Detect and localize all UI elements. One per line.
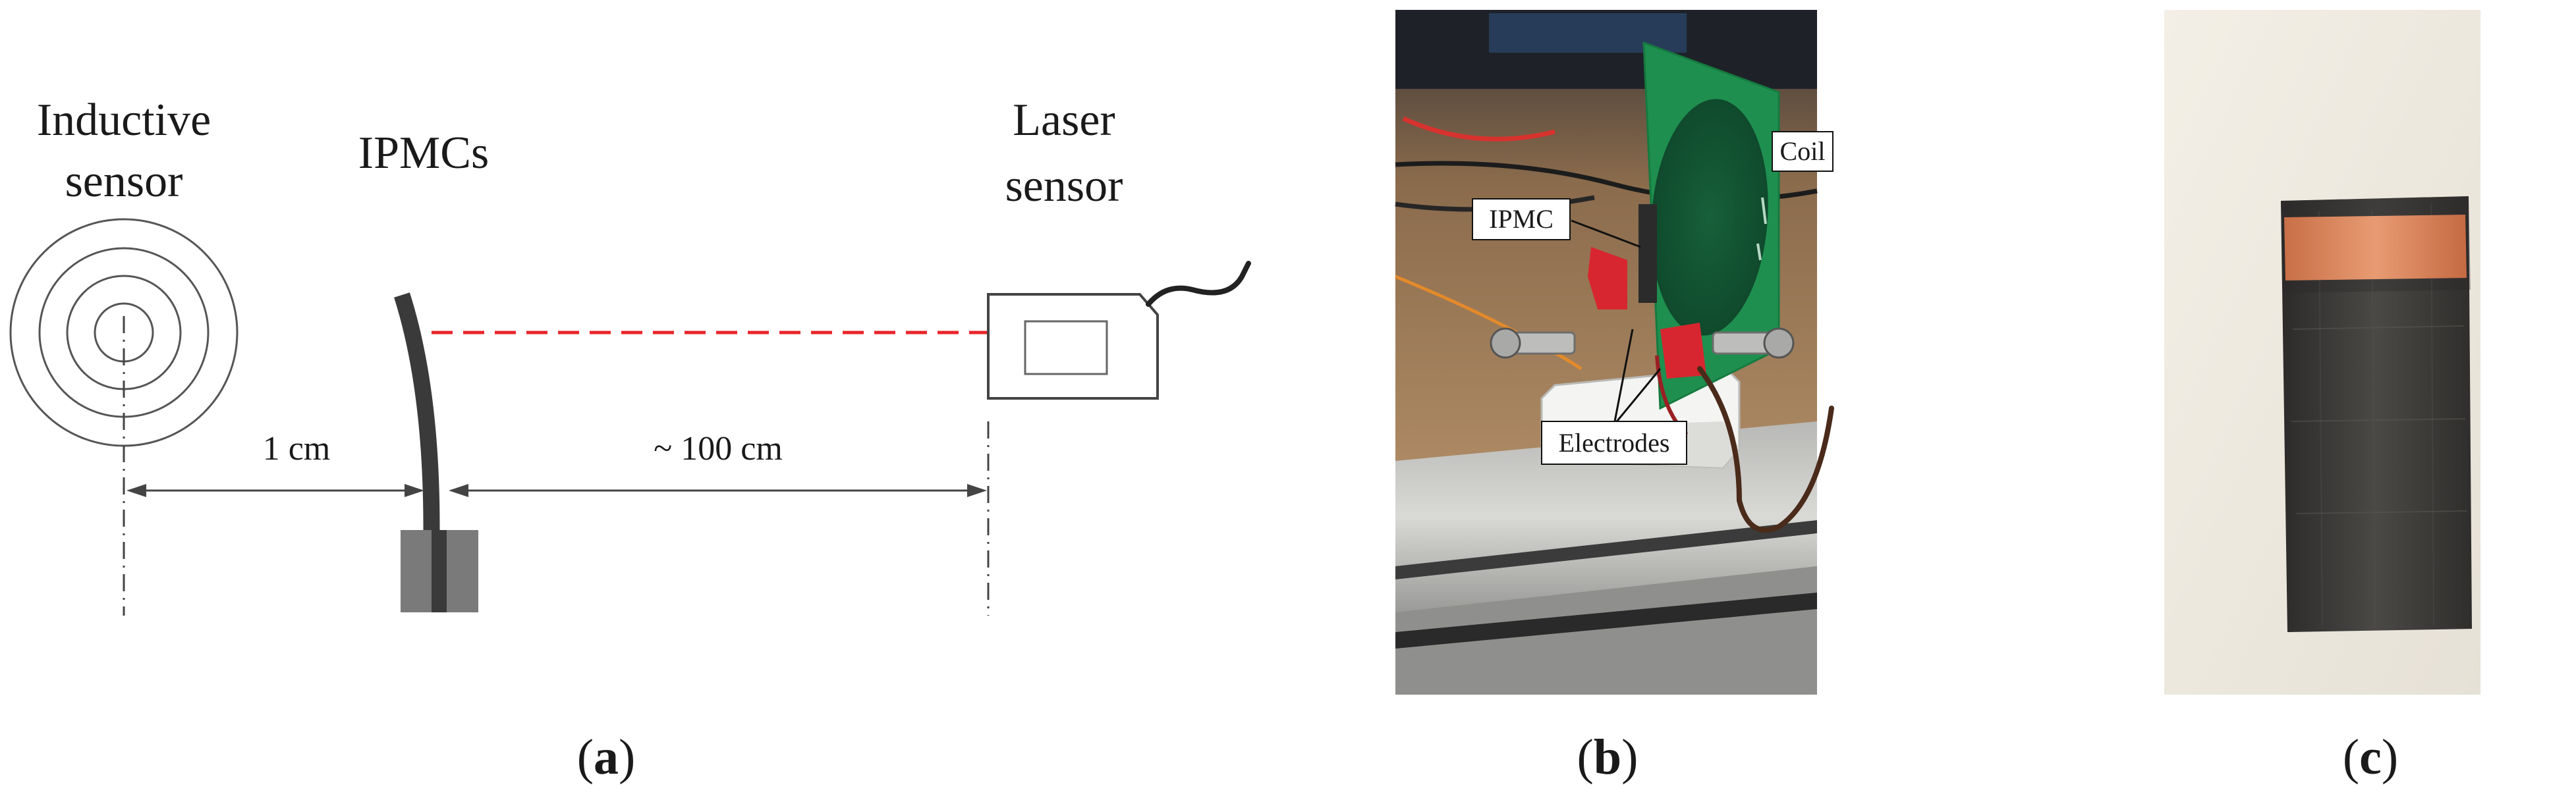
electrodes-tag: Electrodes	[1541, 421, 1687, 465]
panel-a-caption: (a)	[577, 730, 636, 785]
electrodes-label: Electrodes	[1559, 428, 1670, 458]
pcb-coil-board	[1642, 41, 1780, 410]
aluminum-rail	[1395, 421, 1817, 695]
ipmc-label: IPMCs	[358, 128, 489, 178]
panel-c-photo: (c)	[2164, 10, 2480, 785]
panel-b-caption-open: (	[1577, 730, 1594, 785]
panel-a-caption-close: )	[619, 730, 635, 785]
screw-bolts	[1490, 327, 1795, 359]
panel-c-caption-letter: c	[2359, 730, 2382, 785]
panel-c-caption-open: (	[2343, 730, 2359, 785]
distance-1cm-label: 1 cm	[263, 430, 331, 467]
ipmc-sample	[1638, 204, 1657, 303]
inductive-sensor-label-line1: Inductive	[37, 95, 211, 146]
panel-b-caption-close: )	[1621, 730, 1638, 785]
ipmc-tag: IPMC	[1472, 198, 1571, 240]
panel-b-caption-letter: b	[1594, 730, 1621, 785]
copper-tape-electrode	[2284, 215, 2467, 280]
panel-a-caption-letter: a	[594, 730, 619, 785]
coil-tag: Coil	[1772, 131, 1834, 172]
panel-b-photo: Coil IPMC Electrodes (b)	[1395, 10, 1834, 785]
laser-sensor-box	[987, 261, 1251, 400]
panel-b-caption: (b)	[1577, 730, 1638, 785]
electrodes	[1588, 247, 1706, 437]
dimension-1cm	[126, 484, 424, 497]
brown-wire	[1697, 366, 1834, 533]
ipmc-strip	[394, 292, 440, 609]
panel-c-caption: (c)	[2343, 730, 2398, 785]
distance-100cm-label: ~ 100 cm	[654, 430, 783, 467]
panel-c-caption-close: )	[2382, 730, 2398, 785]
coil-label: Coil	[1780, 136, 1826, 166]
panel-a-caption-open: (	[577, 730, 594, 785]
inductive-sensor-label-line2: sensor	[65, 156, 183, 207]
ipmc-tag-label: IPMC	[1489, 204, 1554, 234]
laser-sensor-cable	[1146, 261, 1251, 307]
laser-sensor-label-line2: sensor	[1005, 161, 1123, 211]
callout-lines	[1571, 219, 1662, 425]
panel-a-schematic: Inductive sensor IPMCs Laser sensor 1 cm…	[9, 95, 1251, 785]
ipmc-clamp-core	[432, 530, 447, 612]
dimension-100cm	[449, 484, 987, 497]
laser-sensor-label-line1: Laser	[1013, 95, 1115, 146]
